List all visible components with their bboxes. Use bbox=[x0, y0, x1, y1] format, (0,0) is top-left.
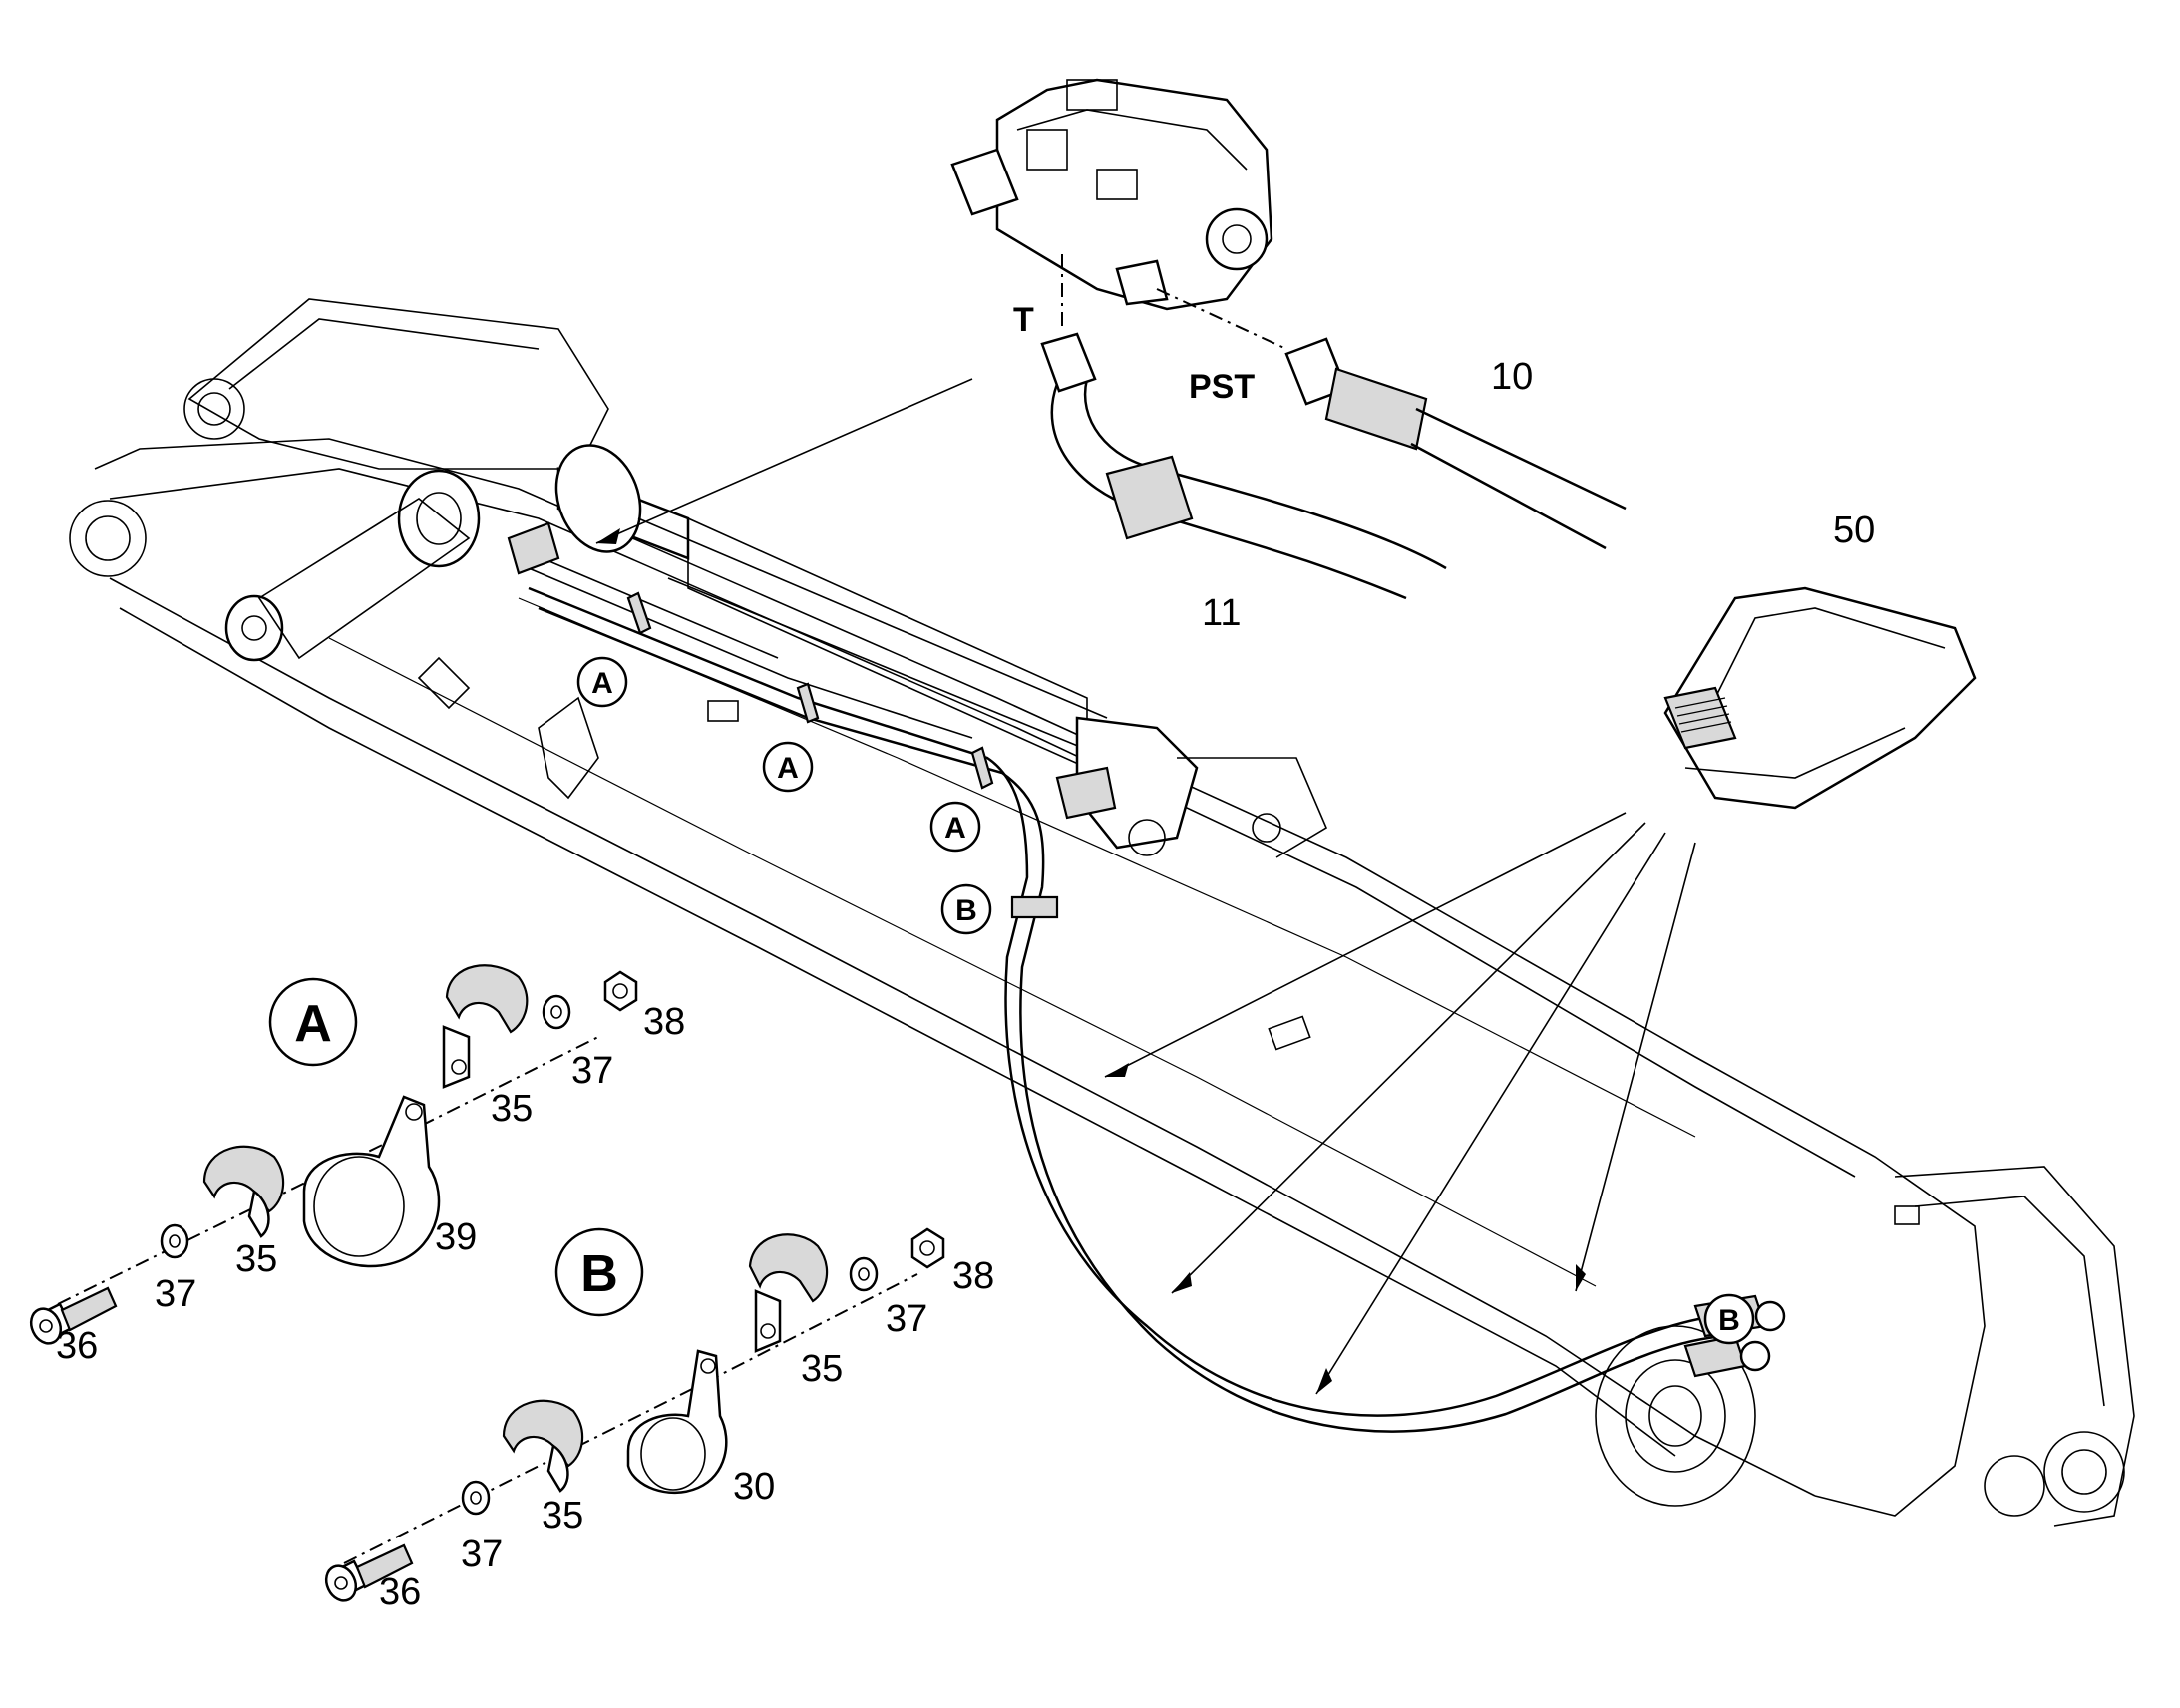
callout-b-38: 38 bbox=[952, 1255, 994, 1297]
label-tank-port: T bbox=[1013, 301, 1034, 339]
callout-50: 50 bbox=[1833, 510, 1875, 551]
callout-b-35-left: 35 bbox=[542, 1495, 583, 1537]
hose-routing bbox=[507, 521, 1786, 1433]
detail-marker-a-2: A bbox=[762, 741, 814, 793]
label-pst-port: PST bbox=[1189, 368, 1255, 406]
callout-11: 11 bbox=[1202, 592, 1241, 634]
callout-b-35-right: 35 bbox=[801, 1348, 843, 1390]
svg-text:A: A bbox=[944, 812, 966, 845]
detail-marker-b-1: B bbox=[940, 883, 992, 935]
detail-marker-a-3: A bbox=[929, 801, 981, 853]
callout-b-37-bolt: 37 bbox=[461, 1534, 503, 1575]
boom-linkage bbox=[183, 298, 1328, 858]
callout-a-35-right: 35 bbox=[491, 1088, 533, 1130]
strap-50 bbox=[1663, 586, 1977, 810]
callout-a-39: 39 bbox=[435, 1216, 477, 1258]
detail-b-parts bbox=[324, 1227, 945, 1602]
hose-11 bbox=[1040, 332, 1447, 600]
svg-text:B: B bbox=[580, 1245, 618, 1303]
hose-10 bbox=[1284, 337, 1627, 550]
callout-b-37-nut: 37 bbox=[886, 1298, 927, 1340]
detail-a-parts bbox=[29, 964, 638, 1345]
svg-text:B: B bbox=[955, 894, 977, 927]
leader-lines bbox=[595, 378, 1696, 1395]
svg-text:B: B bbox=[1718, 1304, 1740, 1337]
callout-b-30: 30 bbox=[733, 1466, 775, 1508]
svg-text:A: A bbox=[591, 667, 613, 700]
svg-text:A: A bbox=[294, 995, 332, 1053]
callout-a-37-bolt: 37 bbox=[155, 1273, 196, 1315]
svg-text:A: A bbox=[777, 752, 799, 785]
detail-a-header: A bbox=[268, 977, 358, 1067]
control-valve bbox=[950, 78, 1273, 311]
callout-10: 10 bbox=[1491, 356, 1533, 398]
callout-a-35-left: 35 bbox=[235, 1238, 277, 1280]
callout-a-36: 36 bbox=[56, 1325, 98, 1367]
callout-b-36: 36 bbox=[379, 1571, 421, 1613]
callout-a-37-nut: 37 bbox=[571, 1050, 613, 1092]
callout-a-38: 38 bbox=[643, 1001, 685, 1043]
detail-b-header: B bbox=[554, 1227, 644, 1317]
detail-marker-a-1: A bbox=[576, 656, 628, 708]
detail-marker-b-2: B bbox=[1703, 1293, 1755, 1345]
